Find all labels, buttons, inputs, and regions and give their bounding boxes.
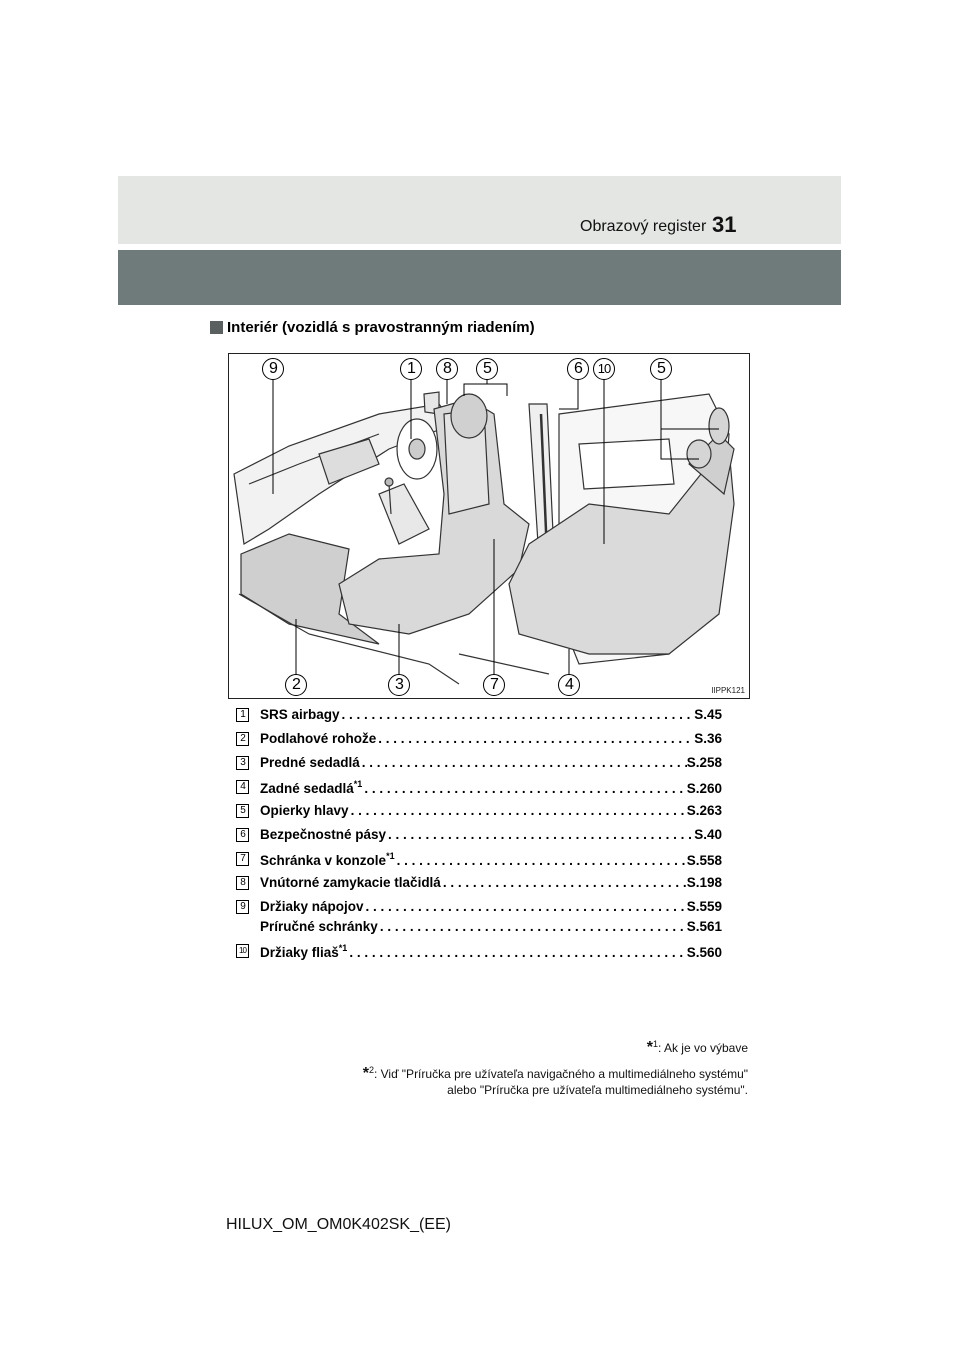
footnote-2: *2: Viď "Príručka pre užívateľa navigačn… xyxy=(362,1065,748,1082)
figure-code: IIPPK121 xyxy=(711,686,745,695)
dot-leader xyxy=(386,827,694,842)
subheading-text: Interiér (vozidlá s pravostranným riaden… xyxy=(227,319,535,336)
item-number: 9 xyxy=(236,900,249,914)
header-band-light xyxy=(118,176,841,244)
footnote-2-continued: alebo "Príručka pre užívateľa multimediá… xyxy=(447,1083,748,1097)
dot-leader xyxy=(347,945,686,960)
bullet-square-icon xyxy=(210,321,223,334)
page-reference-link[interactable]: S.40 xyxy=(694,827,722,842)
list-item: 5 Opierky hlavy S.263 xyxy=(236,803,722,827)
list-item: 4 Zadné sedadlá*1 S.260 xyxy=(236,779,722,803)
item-label: Vnútorné zamykacie tlačidlá xyxy=(260,875,441,890)
item-number: 3 xyxy=(236,756,249,770)
item-label: Opierky hlavy xyxy=(260,803,349,818)
page-reference-link[interactable]: S.263 xyxy=(686,803,722,818)
dot-leader xyxy=(441,875,687,890)
item-label: Držiaky nápojov xyxy=(260,899,364,914)
list-item: 3 Predné sedadlá S.258 xyxy=(236,755,722,779)
dot-leader xyxy=(364,899,687,914)
item-number: 7 xyxy=(236,852,249,866)
callout-8: 8 xyxy=(436,358,458,380)
item-label-secondary: Príručné schránky xyxy=(260,919,378,934)
page-reference-link[interactable]: S.45 xyxy=(694,707,722,722)
page-reference-link[interactable]: S.198 xyxy=(686,875,722,890)
footnote-marker: *1 xyxy=(353,779,363,789)
callout-3: 3 xyxy=(388,674,410,696)
item-label: Schránka v konzole*1 xyxy=(260,851,395,868)
footnotes: *1: Ak je vo výbave *2: Viď "Príručka pr… xyxy=(363,1036,748,1098)
page-reference-link[interactable]: S.559 xyxy=(686,899,722,914)
item-number: 8 xyxy=(236,876,249,890)
item-list: 1 SRS airbagy S.45 2 Podlahové rohože S.… xyxy=(236,707,722,967)
list-item: 6 Bezpečnostné pásy S.40 xyxy=(236,827,722,851)
dot-leader xyxy=(360,755,687,770)
item-label: Podlahové rohože xyxy=(260,731,377,746)
item-number: 10 xyxy=(236,944,249,958)
page-reference-link[interactable]: S.258 xyxy=(686,755,722,770)
document-code: HILUX_OM_OM0K402SK_(EE) xyxy=(226,1216,451,1233)
item-number: 6 xyxy=(236,828,249,842)
page-reference-link[interactable]: S.560 xyxy=(686,945,722,960)
dot-leader xyxy=(378,919,687,934)
page-reference-link[interactable]: S.36 xyxy=(694,731,722,746)
page-reference-link[interactable]: S.558 xyxy=(686,853,722,868)
dot-leader xyxy=(362,781,686,796)
dot-leader xyxy=(349,803,687,818)
callout-2: 2 xyxy=(285,674,307,696)
callout-6: 6 xyxy=(567,358,589,380)
interior-illustration xyxy=(233,378,735,685)
dot-leader xyxy=(376,731,694,746)
header-band-dark xyxy=(118,250,841,305)
item-label: Zadné sedadlá*1 xyxy=(260,779,363,796)
callout-5-right: 5 xyxy=(650,358,672,380)
dot-leader xyxy=(340,707,695,722)
callout-7: 7 xyxy=(483,674,505,696)
item-label: Držiaky fliaš*1 xyxy=(260,943,348,960)
item-number: 2 xyxy=(236,732,249,746)
list-item: 9 Držiaky nápojov S.559 Príručné schránk… xyxy=(236,899,722,943)
footnote-1: *1: Ak je vo výbave xyxy=(646,1039,748,1056)
item-label: Bezpečnostné pásy xyxy=(260,827,387,842)
footnote-marker: *1 xyxy=(338,943,348,953)
footnote-marker: *1 xyxy=(386,851,395,861)
callout-4: 4 xyxy=(558,674,580,696)
list-item: 2 Podlahové rohože S.36 xyxy=(236,731,722,755)
item-label: SRS airbagy xyxy=(260,707,340,722)
dot-leader xyxy=(395,853,687,868)
page-reference-link[interactable]: S.561 xyxy=(686,919,722,934)
item-number: 4 xyxy=(236,780,249,794)
list-item: 1 SRS airbagy S.45 xyxy=(236,707,722,731)
subheading: Interiér (vozidlá s pravostranným riaden… xyxy=(210,319,535,336)
list-item: 10 Držiaky fliaš*1 S.560 xyxy=(236,943,722,967)
list-item: 8 Vnútorné zamykacie tlačidlá S.198 xyxy=(236,875,722,899)
page-reference-link[interactable]: S.260 xyxy=(686,781,722,796)
interior-figure: 9 1 8 5 6 10 5 2 3 7 4 IIPPK121 xyxy=(228,353,750,699)
section-title: Obrazový register xyxy=(580,218,707,235)
callout-10: 10 xyxy=(593,358,615,380)
list-item: 7 Schránka v konzole*1 S.558 xyxy=(236,851,722,875)
item-label: Predné sedadlá xyxy=(260,755,360,770)
callout-9: 9 xyxy=(262,358,284,380)
item-number: 1 xyxy=(236,708,249,722)
callout-1: 1 xyxy=(400,358,422,380)
page-number: 31 xyxy=(712,212,737,237)
item-number: 5 xyxy=(236,804,249,818)
callout-5-left: 5 xyxy=(476,358,498,380)
